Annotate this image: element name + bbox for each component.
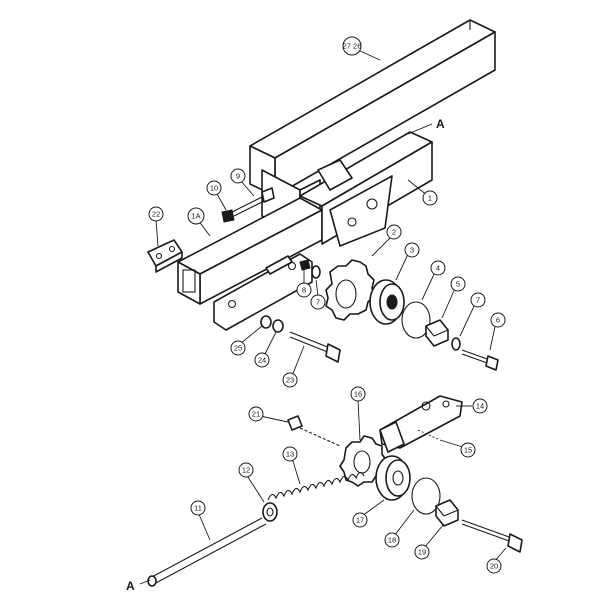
svg-text:1A: 1A xyxy=(191,212,200,221)
callout-10: 10 xyxy=(206,180,222,196)
washer-7-upper xyxy=(311,265,321,279)
svg-text:16: 16 xyxy=(354,390,362,399)
sprocket-2 xyxy=(325,259,375,321)
idler-arm-14 xyxy=(379,395,463,453)
bolt-23 xyxy=(289,331,341,363)
frame-bracket-1 xyxy=(299,131,433,247)
callout-6: 6 xyxy=(490,312,506,328)
svg-text:11: 11 xyxy=(194,504,202,513)
callout-13: 13 xyxy=(282,446,298,462)
callout-23: 23 xyxy=(282,372,298,388)
callout-20: 20 xyxy=(486,558,502,574)
nut-10 xyxy=(221,209,235,223)
bolt-6 xyxy=(461,349,499,371)
svg-text:7: 7 xyxy=(476,296,480,305)
svg-text:25: 25 xyxy=(234,344,242,353)
callout-7-left: 7 xyxy=(310,294,326,310)
callout-11: 11 xyxy=(190,500,206,516)
callout-8: 8 xyxy=(296,282,312,298)
washer-25 xyxy=(260,315,272,329)
washer-12 xyxy=(262,502,278,522)
callout-5: 5 xyxy=(450,276,466,292)
svg-text:3: 3 xyxy=(410,246,414,255)
nut-8 xyxy=(299,259,311,271)
callout-2: 2 xyxy=(386,224,402,240)
block-19 xyxy=(435,499,459,527)
callout-1: 1 xyxy=(422,190,438,206)
callout-25: 25 xyxy=(230,340,246,356)
snap-ring-4 xyxy=(401,301,431,339)
svg-text:18: 18 xyxy=(388,536,396,545)
callout-24: 24 xyxy=(254,352,270,368)
svg-text:14: 14 xyxy=(476,402,484,411)
svg-text:15: 15 xyxy=(464,446,472,455)
callout-3: 3 xyxy=(404,242,420,258)
callout-22: 22 xyxy=(148,206,164,222)
svg-text:8: 8 xyxy=(302,286,306,295)
pin-15 xyxy=(417,429,441,441)
callout-18: 18 xyxy=(384,532,400,548)
reference-a-bottom: A xyxy=(126,579,151,593)
washer-24 xyxy=(272,319,284,333)
svg-text:10: 10 xyxy=(210,184,218,193)
callout-9: 9 xyxy=(230,168,246,184)
svg-text:5: 5 xyxy=(456,280,460,289)
svg-text:2: 2 xyxy=(392,228,396,237)
callout-15: 15 xyxy=(460,442,476,458)
svg-text:24: 24 xyxy=(258,356,266,365)
bolt-20 xyxy=(461,519,523,553)
block-5 xyxy=(425,319,449,347)
plate-22 xyxy=(147,239,183,273)
svg-text:7: 7 xyxy=(316,298,320,307)
svg-text:17: 17 xyxy=(356,516,364,525)
callout-27-26: 27 26 xyxy=(342,36,362,56)
svg-text:19: 19 xyxy=(418,548,426,557)
bearing-17 xyxy=(375,455,411,501)
callout-17: 17 xyxy=(352,512,368,528)
svg-text:22: 22 xyxy=(152,210,160,219)
svg-text:13: 13 xyxy=(286,450,294,459)
threaded-rod xyxy=(299,427,341,447)
svg-text:6: 6 xyxy=(496,316,500,325)
callout-16: 16 xyxy=(350,386,366,402)
bearing-3 xyxy=(369,279,405,325)
callout-14: 14 xyxy=(472,398,488,414)
reference-a-top: A xyxy=(407,117,445,135)
callout-12: 12 xyxy=(238,462,254,478)
callout-4: 4 xyxy=(430,260,446,276)
mounting-plate xyxy=(213,253,313,331)
svg-text:27 26: 27 26 xyxy=(343,42,362,51)
callout-1a: 1A xyxy=(187,207,205,225)
callout-21: 21 xyxy=(248,406,264,422)
svg-text:4: 4 xyxy=(436,264,440,273)
svg-text:20: 20 xyxy=(490,562,498,571)
rod-11 xyxy=(147,517,267,587)
svg-text:A: A xyxy=(436,117,445,131)
spring-13 xyxy=(267,471,365,501)
svg-text:23: 23 xyxy=(286,376,294,385)
svg-text:21: 21 xyxy=(252,410,260,419)
bolt-9 xyxy=(231,187,275,217)
snap-ring-18 xyxy=(411,477,441,515)
svg-text:1: 1 xyxy=(428,194,432,203)
washer-7-lower xyxy=(451,337,461,351)
callout-7-right: 7 xyxy=(470,292,486,308)
svg-text:12: 12 xyxy=(242,466,250,475)
svg-text:9: 9 xyxy=(236,172,240,181)
callout-19: 19 xyxy=(414,544,430,560)
svg-text:A: A xyxy=(126,579,135,593)
nut-21 xyxy=(287,415,303,431)
